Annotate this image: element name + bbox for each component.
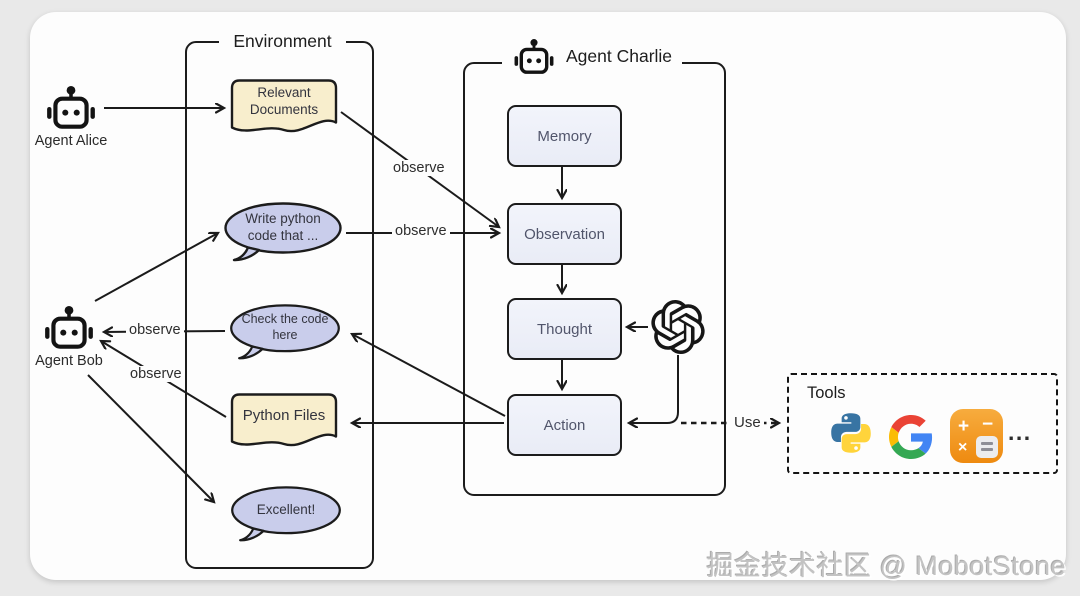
google-logo-icon: [889, 415, 933, 459]
edge-label-observe-python-files: observe: [127, 366, 185, 382]
check-code-label: Check the code here: [241, 312, 329, 342]
relevant-documents-node: Relevant Documents: [229, 76, 339, 140]
action-box: Action: [507, 394, 622, 456]
agent-alice-label: Agent Alice: [34, 133, 108, 149]
speech-bubble-icon: [231, 486, 341, 542]
robot-icon: [47, 85, 95, 129]
edge-label-use: Use: [731, 414, 764, 431]
document-icon: [230, 393, 338, 447]
write-python-label: Write python code that ...: [245, 211, 321, 243]
tools-title: Tools: [807, 384, 846, 402]
agent-charlie-label: Agent Charlie: [566, 46, 673, 66]
openai-logo-icon: [651, 300, 705, 354]
agent-bob-label: Agent Bob: [35, 353, 103, 369]
tools-group-box: Tools + − × ...: [787, 373, 1058, 474]
thought-box: Thought: [507, 298, 622, 360]
environment-title: Environment: [219, 30, 346, 52]
edge-label-observe-check-code: observe: [126, 322, 184, 338]
relevant-documents-label: Relevant Documents: [249, 85, 319, 117]
python-files-node: Python Files: [229, 390, 339, 454]
robot-icon: [45, 305, 93, 349]
speech-bubble-icon: [224, 202, 342, 262]
python-files-label: Python Files: [242, 406, 326, 424]
robot-icon: [514, 38, 554, 74]
speech-bubble-icon: [230, 304, 340, 360]
check-code-bubble: Check the code here: [226, 303, 344, 361]
document-icon: [230, 79, 338, 133]
memory-box: Memory: [507, 105, 622, 167]
agent-alice-node: [44, 85, 98, 131]
edge-label-observe-documents: observe: [390, 160, 448, 176]
edge-label-observe-write-python: observe: [392, 223, 450, 239]
calculator-icon: + − ×: [950, 409, 1003, 463]
agent-bob-node: [42, 305, 96, 351]
excellent-bubble: Excellent!: [227, 485, 345, 543]
ellipsis-more-icon: ...: [1008, 419, 1032, 445]
watermark-text: 掘金技术社区 @ MobotStone: [706, 551, 1066, 581]
excellent-label: Excellent!: [256, 501, 316, 517]
write-python-bubble: Write python code that ...: [223, 201, 343, 263]
agent-charlie-header: Agent Charlie: [502, 33, 683, 80]
python-logo-icon: [831, 413, 871, 453]
observation-box: Observation: [507, 203, 622, 265]
